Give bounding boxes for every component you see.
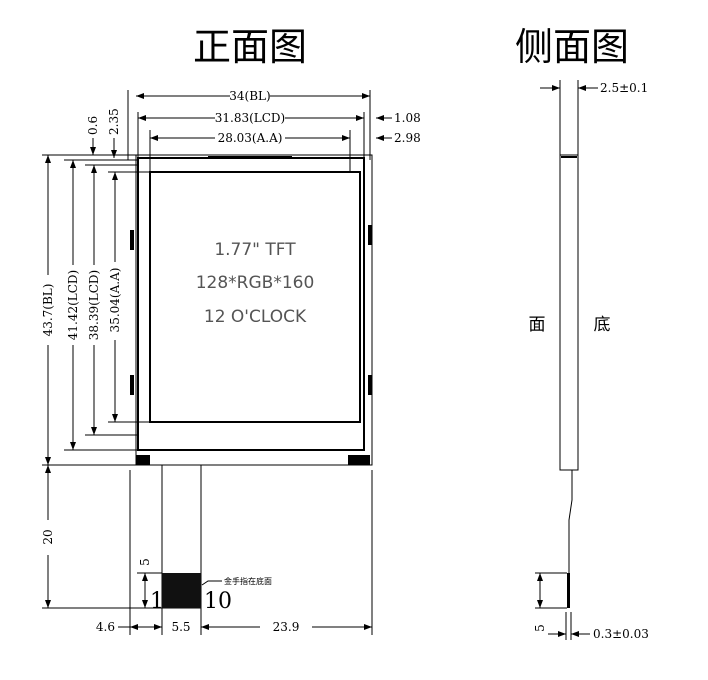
dim-right-offset: 23.9 (273, 620, 300, 634)
dim-side-finger: 5 (533, 624, 547, 632)
gold-finger-note: 金手指在底面 (224, 576, 272, 586)
dim-aa-width: 28.03(A.A) (218, 131, 283, 145)
dim-fpc-thickness: 0.3±0.03 (593, 627, 649, 641)
tab-right (348, 455, 370, 465)
dim-bl-width: 34(BL) (229, 89, 270, 103)
dim-right-lcd: 1.08 (394, 111, 421, 125)
label-bottom: 底 (594, 315, 611, 335)
screen-text-orientation: 12 O'CLOCK (204, 307, 307, 327)
dim-top-aa: 2.35 (107, 108, 121, 135)
label-face: 面 (529, 315, 546, 335)
left-dimensions: 43.7(BL) 41.42(LCD) 38.39(LCD) 35.04(A.A… (41, 154, 162, 609)
dim-lcd-width: 31.83(LCD) (215, 111, 286, 125)
dim-fpc-width: 5.5 (171, 620, 190, 634)
top-dimensions: 34(BL) 31.83(LCD) 1.08 28.03(A.A) 2.98 0… (86, 89, 421, 172)
dim-right-aa: 2.98 (394, 131, 421, 145)
dim-top-lcd: 0.6 (86, 116, 100, 135)
active-area (149, 171, 361, 423)
front-view: 1.77" TFT 128*RGB*160 12 O'CLOCK 1 10 金手… (130, 154, 373, 614)
dim-left-offset: 4.6 (96, 620, 115, 634)
screen-text-resolution: 128*RGB*160 (196, 273, 315, 293)
dim-finger-length: 5 (138, 558, 152, 566)
dim-fpc-length: 20 (41, 529, 55, 544)
side-view: 2.5±0.1 面 底 5 0.3±0.03 (529, 80, 649, 641)
dim-lcd-height: 41.42(LCD) (66, 270, 80, 341)
tab-left (136, 455, 150, 465)
gold-fingers (162, 573, 201, 608)
backlight-outline (135, 154, 373, 466)
bottom-dimensions: 4.6 5.5 23.9 (96, 470, 373, 635)
lcd-outline (137, 157, 365, 451)
pin-10-label: 10 (204, 589, 232, 614)
dim-bl-height: 43.7(BL) (41, 284, 55, 337)
dim-aa-height: 35.04(A.A) (108, 268, 122, 333)
dim-thickness: 2.5±0.1 (600, 81, 648, 95)
side-view-title: 侧面图 (515, 25, 629, 69)
front-view-title: 正面图 (193, 25, 307, 69)
dim-aa-height-lcd: 38.39(LCD) (87, 270, 101, 341)
screen-text-size: 1.77" TFT (214, 240, 296, 260)
side-outline (559, 154, 579, 471)
